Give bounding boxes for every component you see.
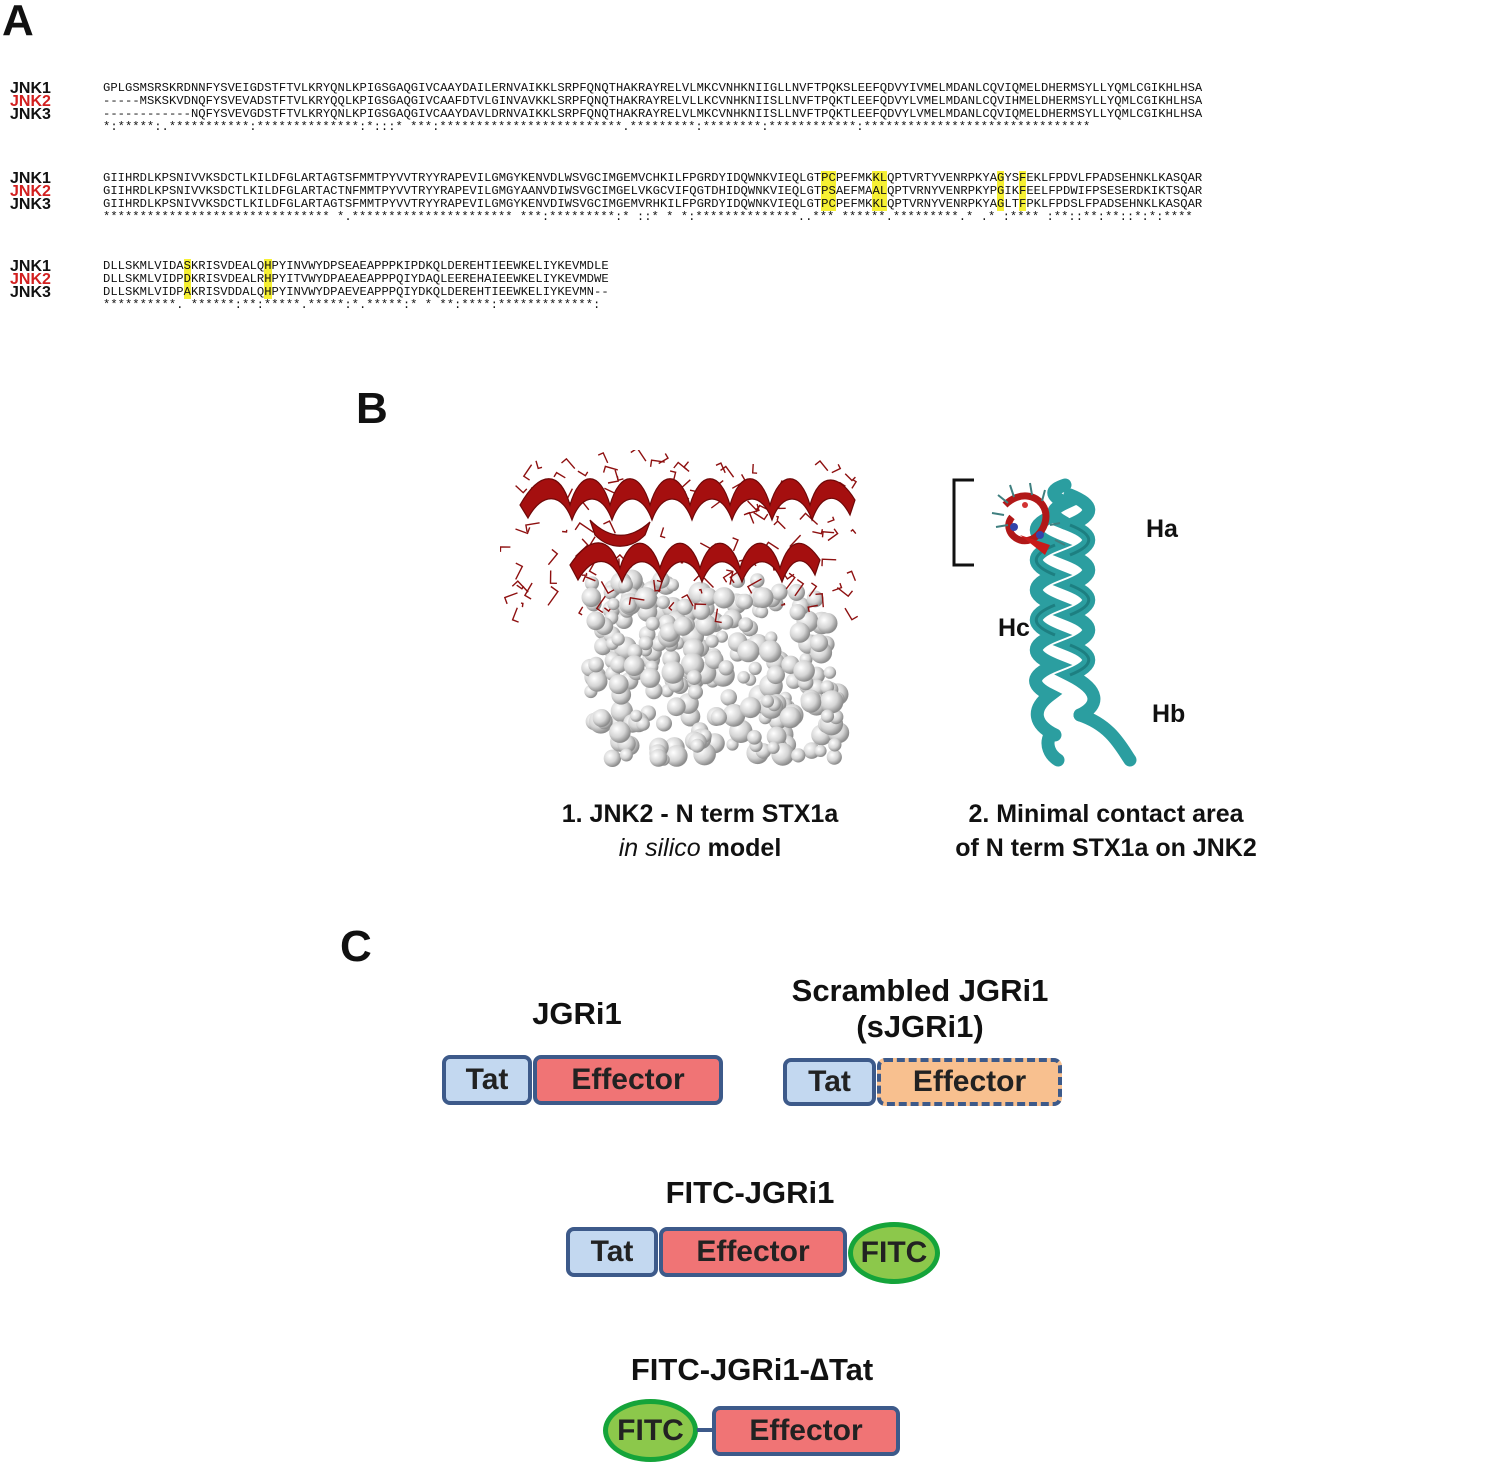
alignment-sequence: GPLGSMSRSKRDNNFYSVEIGDSTFTVLKRYQNLKPIGSG… bbox=[103, 81, 1203, 95]
model1-caption: 1. JNK2 - N term STX1a in silico model bbox=[520, 797, 880, 865]
helix-label-hc: Hc bbox=[998, 614, 1030, 642]
sjgri1-scrambled-effector-box: Effector bbox=[877, 1058, 1062, 1106]
alignment-row-label: JNK2 bbox=[10, 183, 51, 200]
model1-caption-rest: model bbox=[700, 834, 782, 862]
scrambled-title-line1: Scrambled JGRi1 bbox=[791, 973, 1049, 1008]
alignment-sequence: ------------NQFYSVEVGDSTFTVLKRYQNLKPIGSG… bbox=[103, 107, 1203, 121]
jnk2-surface-spheres bbox=[581, 569, 850, 767]
alignment-sequence: GIIHRDLKPSNIVVKSDCTLKILDFGLARTACTNFMMTPY… bbox=[103, 184, 1203, 198]
fitc-jgri1-title: FITC-JGRi1 bbox=[665, 1175, 835, 1210]
alignment-sequence: GIIHRDLKPSNIVVKSDCTLKILDFGLARTAGTSFMMTPY… bbox=[103, 171, 1203, 185]
stx1a-sidechains bbox=[500, 450, 859, 624]
alignment-row-label: JNK3 bbox=[10, 284, 51, 301]
fitc-dtat-effector-box: Effector bbox=[712, 1406, 900, 1456]
model1-caption-italic: in silico bbox=[618, 834, 701, 862]
helix-label-hb: Hb bbox=[1152, 700, 1186, 728]
panel-label-b: B bbox=[356, 384, 388, 433]
alignment-sequence: ******************************* *.******… bbox=[103, 210, 1193, 224]
stx1a-helices bbox=[519, 478, 856, 584]
alignment-sequence: DLLSKMLVIDPDKRISVDEALRHPYITVWYDPAEAEAPPP… bbox=[103, 272, 609, 286]
alignment-sequence: DLLSKMLVIDASKRISVDEALQHPYINVWYDPSEAEAPPP… bbox=[103, 259, 609, 273]
alignment-row-label: JNK3 bbox=[10, 106, 51, 123]
jgri1-title: JGRi1 bbox=[532, 996, 622, 1031]
alignment-sequence: *:*****:.***********:**************:*:::… bbox=[103, 120, 1091, 134]
bracket bbox=[952, 478, 974, 567]
alignment-sequence: **********. ******:**:*****.*****:*.****… bbox=[103, 298, 601, 312]
panel-label-c: C bbox=[340, 922, 372, 971]
fitc-jgri1-dtat-title: FITC-JGRi1-∆Tat bbox=[630, 1352, 874, 1387]
stx1a-contact-residues bbox=[991, 482, 1066, 555]
alignment-row-label: JNK1 bbox=[10, 258, 51, 275]
alignment-row-label: JNK2 bbox=[10, 93, 51, 110]
fitc-jgri1-fitc-oval: FITC bbox=[848, 1222, 940, 1284]
model2-caption-line2: of N term STX1a on JNK2 bbox=[955, 834, 1257, 862]
fitc-dtat-fitc-oval: FITC bbox=[603, 1399, 698, 1462]
fitc-jgri1-effector-box: Effector bbox=[659, 1227, 847, 1277]
sjgri1-tat-box: Tat bbox=[783, 1058, 876, 1106]
jnk2-stx1a-model bbox=[500, 450, 859, 767]
scrambled-title-line2: (sJGRi1) bbox=[856, 1009, 984, 1044]
scrambled-title: Scrambled JGRi1 (sJGRi1) bbox=[760, 973, 1080, 1045]
alignment-sequence: GIIHRDLKPSNIVVKSDCTLKILDFGLARTAGTSFMMTPY… bbox=[103, 197, 1203, 211]
teal-helix-highlights bbox=[1034, 523, 1091, 677]
teal-helices bbox=[1029, 478, 1137, 767]
fitc-jgri1-tat-box: Tat bbox=[566, 1227, 658, 1277]
alignment-row-label: JNK1 bbox=[10, 80, 51, 97]
alignment-row-label: JNK1 bbox=[10, 170, 51, 187]
model1-caption-line1: 1. JNK2 - N term STX1a bbox=[561, 800, 839, 828]
alignment-row-label: JNK2 bbox=[10, 271, 51, 288]
panel-label-a: A bbox=[2, 0, 34, 45]
jgri1-effector-box: Effector bbox=[533, 1055, 723, 1105]
helix-label-ha: Ha bbox=[1146, 515, 1178, 543]
alignment-sequence: DLLSKMLVIDPAKRISVDDALQHPYINVWYDPAEVEAPPP… bbox=[103, 285, 609, 299]
model1-caption-line2: in silico model bbox=[520, 831, 880, 865]
alignment-row-label: JNK3 bbox=[10, 196, 51, 213]
model2-caption: 2. Minimal contact area of N term STX1a … bbox=[920, 797, 1292, 865]
model2-caption-line1: 2. Minimal contact area bbox=[968, 800, 1244, 828]
jgri1-tat-box: Tat bbox=[442, 1055, 532, 1105]
alignment-sequence: -----MSKSKVDNQFYSVEVADSTFTVLKRYQQLKPIGSG… bbox=[103, 94, 1203, 108]
fitc-dtat-linker bbox=[697, 1428, 713, 1432]
minimal-contact-model bbox=[952, 478, 1137, 767]
